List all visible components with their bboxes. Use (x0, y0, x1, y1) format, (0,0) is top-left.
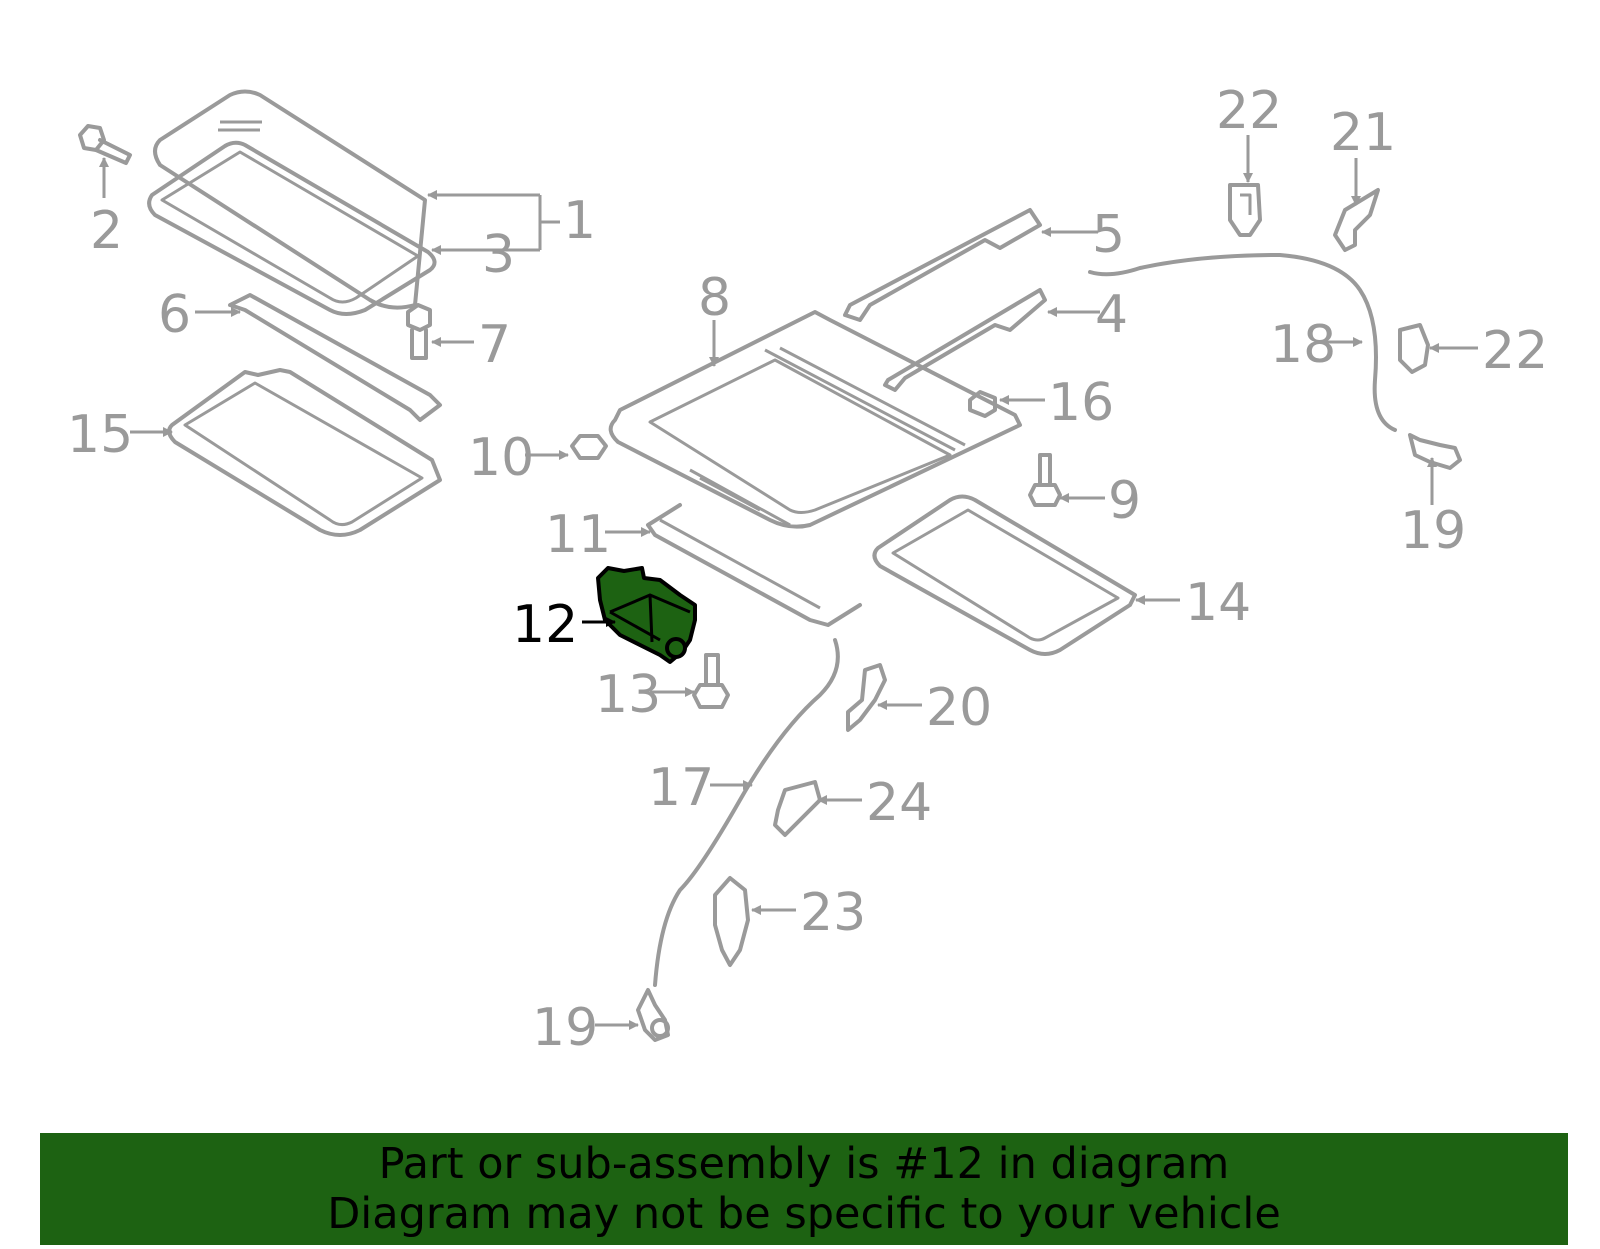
banner-line-2: Diagram may not be specific to your vehi… (327, 1189, 1281, 1239)
part-21-clip (1333, 188, 1380, 252)
part-22-clip-right (1398, 323, 1430, 374)
part-12-highlighted[interactable] (596, 566, 697, 664)
part-10-nut (570, 434, 608, 460)
callout-4: 4 (1095, 285, 1128, 345)
callout-8: 8 (698, 268, 731, 328)
part-2-bolt (78, 124, 132, 165)
part-17-cable (653, 638, 840, 987)
callout-23: 23 (800, 883, 866, 943)
part-11-rail (646, 503, 862, 627)
callout-2: 2 (90, 201, 123, 261)
callout-1: 1 (563, 191, 596, 251)
callout-24: 24 (866, 773, 932, 833)
part-4-rail (883, 288, 1047, 392)
part-22-clip-upper (1228, 183, 1262, 237)
part-7-bolt (406, 303, 432, 360)
part-6-deflector (228, 293, 442, 422)
callout-5: 5 (1092, 205, 1125, 265)
parts-diagram: 1 2 3 5 4 6 7 8 16 15 9 10 11 14 12 13 2… (67, 81, 1548, 1058)
callout-15: 15 (67, 405, 133, 465)
info-banner: Part or sub-assembly is #12 in diagram D… (40, 1133, 1568, 1245)
callout-18: 18 (1270, 315, 1336, 375)
leader-lines (99, 135, 1478, 1030)
part-15-sunshade (167, 368, 442, 537)
part-3-glass-seal (147, 140, 437, 316)
part-9-bolt (1028, 453, 1062, 507)
callout-10: 10 (468, 428, 534, 488)
callout-13: 13 (595, 665, 661, 725)
banner-line-1: Part or sub-assembly is #12 in diagram (378, 1139, 1230, 1189)
part-23-bracket (713, 876, 750, 967)
callout-12[interactable]: 12 (512, 595, 578, 655)
part-5-rail (843, 208, 1042, 322)
callout-11: 11 (545, 505, 611, 565)
part-13-bolt (692, 653, 730, 709)
part-8-frame (608, 310, 1022, 529)
part-20-clip (846, 663, 887, 732)
bracket-1 (538, 195, 560, 250)
callout-19-lower: 19 (532, 998, 598, 1058)
part-16-clip (968, 390, 997, 418)
callout-3: 3 (482, 225, 515, 285)
part-19-motor-end-upper (1408, 433, 1462, 470)
part-19-motor-end-lower (636, 988, 670, 1042)
part-14-glass (872, 494, 1137, 656)
callout-14: 14 (1185, 573, 1251, 633)
callout-19-upper: 19 (1400, 501, 1466, 561)
callout-16: 16 (1048, 373, 1114, 433)
callout-21: 21 (1330, 103, 1396, 163)
callout-9: 9 (1108, 471, 1141, 531)
part-1-glass-panel (153, 89, 427, 310)
part-18-cable (1088, 253, 1397, 432)
callout-17: 17 (648, 758, 714, 818)
callout-22-right: 22 (1482, 321, 1548, 381)
callout-20: 20 (926, 678, 992, 738)
callout-6: 6 (158, 285, 191, 345)
callout-22-top: 22 (1216, 81, 1282, 141)
callout-7: 7 (478, 315, 511, 375)
part-24-clip (773, 780, 822, 837)
